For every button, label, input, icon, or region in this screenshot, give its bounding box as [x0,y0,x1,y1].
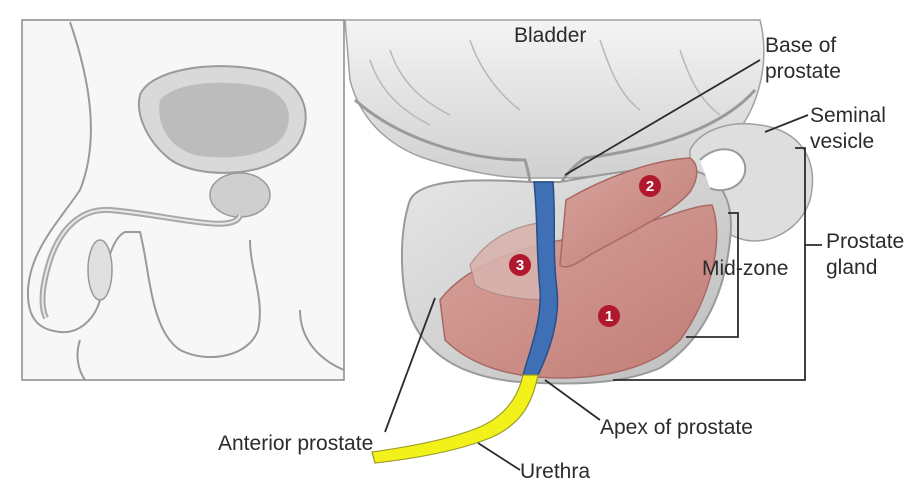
zone-2-marker: 2 [639,175,661,197]
label-prostate-line1: Prostate [826,230,904,253]
inset-prostate [210,173,270,217]
zone-1-number: 1 [605,308,613,325]
urethra-outside [372,375,538,463]
urethra-leader [478,443,520,470]
label-midzone: Mid-zone [702,257,788,280]
label-anterior: Anterior prostate [218,432,373,455]
label-apex: Apex of prostate [600,416,753,439]
label-seminal-line1: Seminal [810,104,886,127]
apex-leader [545,380,600,420]
label-base-line1: Base of [765,34,836,57]
zone-3-number: 3 [516,257,524,274]
label-base-line2: prostate [765,60,841,83]
label-bladder: Bladder [514,24,586,47]
zone-2-number: 2 [646,178,654,195]
prostate-cutaway: 1 2 3 [345,20,813,463]
zone-1-marker: 1 [598,305,620,327]
inset-bladder-inner [159,83,289,158]
inset-testis [88,240,112,300]
label-prostate-line2: gland [826,256,877,279]
body-inset [22,20,344,380]
zone-3-marker: 3 [509,254,531,276]
label-seminal-line2: vesicle [810,130,874,153]
anterior-leader [385,298,435,432]
seminal-leader [765,115,808,132]
label-urethra: Urethra [520,460,590,483]
